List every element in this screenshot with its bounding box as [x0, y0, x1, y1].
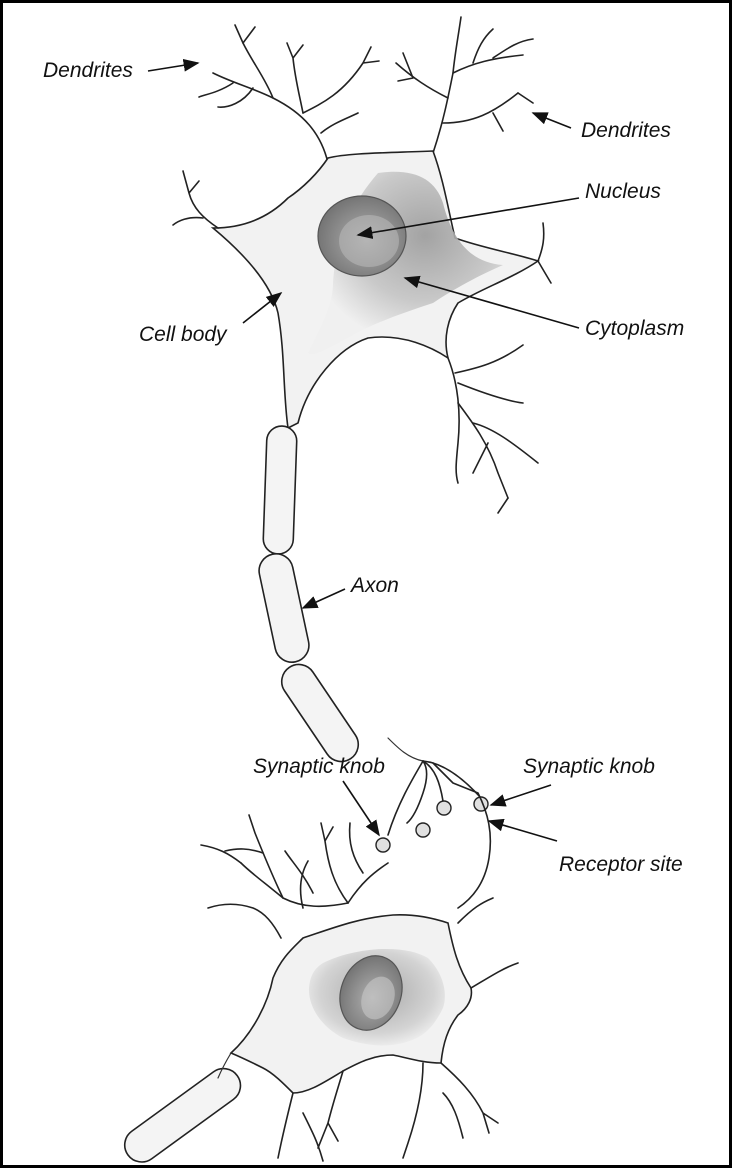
- label-cell-body: Cell body: [139, 323, 228, 346]
- arrow-synaptic-knob-right: [491, 785, 551, 805]
- upper-neuron: [173, 17, 551, 852]
- label-synaptic-knob-left: Synaptic knob: [253, 755, 385, 778]
- upper-dendrites-left: [199, 25, 379, 163]
- label-cytoplasm: Cytoplasm: [585, 317, 684, 340]
- arrow-receptor-site: [489, 821, 557, 841]
- neuron-illustration: Dendrites Dendrites Nucleus Cell body Cy…: [3, 3, 729, 1165]
- label-dendrites-left: Dendrites: [43, 59, 133, 82]
- label-nucleus: Nucleus: [585, 180, 661, 203]
- myelin-sheath-1: [263, 426, 297, 555]
- upper-dendrites-side: [173, 171, 218, 228]
- arrow-cell-body: [243, 293, 281, 323]
- label-dendrites-right: Dendrites: [581, 119, 671, 142]
- label-receptor-site: Receptor site: [559, 853, 683, 876]
- upper-dendrites-right: [396, 17, 533, 153]
- lower-myelin-sheath: [118, 1062, 247, 1165]
- arrow-dendrites-right: [533, 113, 571, 128]
- synaptic-knobs: [376, 797, 488, 852]
- myelin-sheath-3: [275, 658, 365, 768]
- arrow-axon: [303, 589, 345, 608]
- label-synaptic-knob-right: Synaptic knob: [523, 755, 655, 778]
- lower-neuron: [118, 763, 518, 1165]
- arrow-dendrites-left: [148, 63, 198, 71]
- label-axon: Axon: [349, 574, 399, 597]
- lower-dendrites: [201, 763, 490, 938]
- arrow-synaptic-knob-left: [343, 781, 379, 835]
